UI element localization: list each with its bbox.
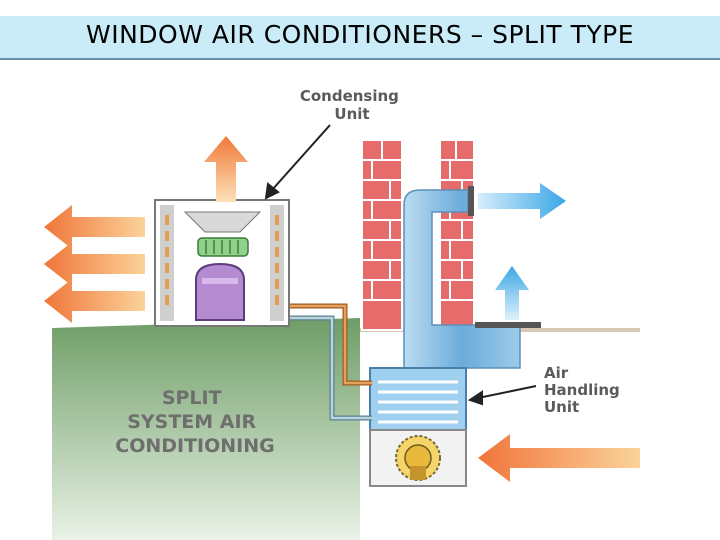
hot-air-arrow-icon <box>44 136 248 323</box>
condensing-unit-label: Condensing Unit <box>300 87 404 123</box>
air-handling-unit-label: Air Handling Unit <box>544 364 625 416</box>
ground <box>52 318 360 540</box>
cool-air-arrow-icon <box>478 183 566 320</box>
brick-wall <box>361 139 475 331</box>
compressor-icon <box>195 262 245 321</box>
return-air-arrow-icon <box>478 434 640 482</box>
split-system-label: SPLIT SYSTEM AIR CONDITIONING <box>115 387 275 457</box>
fan-icon <box>197 237 249 257</box>
blower-icon <box>395 435 441 481</box>
air-handling-unit <box>369 367 467 487</box>
title-bar: WINDOW AIR CONDITIONERS – SPLIT TYPE <box>0 16 720 60</box>
condensing-unit <box>154 199 290 327</box>
page-title: WINDOW AIR CONDITIONERS – SPLIT TYPE <box>86 20 634 49</box>
